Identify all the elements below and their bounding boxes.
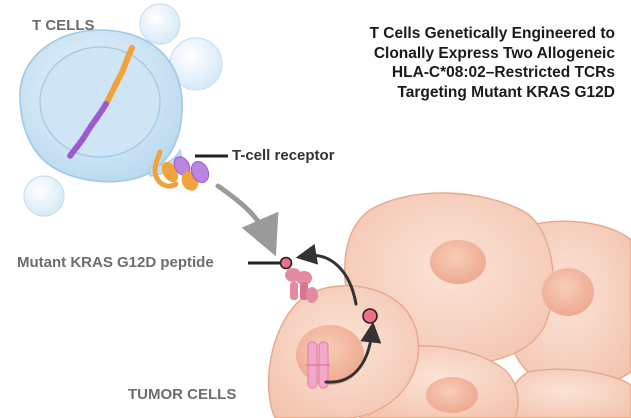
expression-arrow [324,321,382,384]
tcr-label: T-cell receptor [232,147,335,164]
binding-arrow [215,183,279,257]
chromosome-icon [306,341,330,389]
tumor-cell [499,368,631,418]
title-line: Clonally Express Two Allogeneic [373,44,615,62]
peptide-in-cell-icon [362,308,378,324]
peptide-label: Mutant KRAS G12D peptide [17,254,214,271]
tumor-nucleus [296,325,364,385]
t-cell [19,29,183,183]
tumor-nucleus [426,377,478,413]
title-line: Targeting Mutant KRAS G12D [397,83,615,101]
title-line: HLA-C*08:02–Restricted TCRs [391,64,615,81]
tumor-nucleus [430,240,486,284]
t-cell-receptor-icon [152,149,210,191]
small-t-cell [139,3,181,45]
title-line: T Cells Genetically Engineered to [369,25,616,42]
figure-title: T Cells Genetically Engineered to Clonal… [315,24,616,102]
small-t-cell [23,175,65,217]
t-cell-nucleus [39,46,161,158]
presentation-arrow [295,243,358,306]
tumor-nucleus [542,268,594,316]
dna-strand-icon [67,45,135,159]
peptide-on-hla-icon [279,256,293,270]
tumor-cells-label: TUMOR CELLS [128,386,237,403]
tumor-cell-cluster [267,192,631,418]
hla-molecule-icon [285,268,318,303]
t-cells-label: T CELLS [32,17,95,34]
